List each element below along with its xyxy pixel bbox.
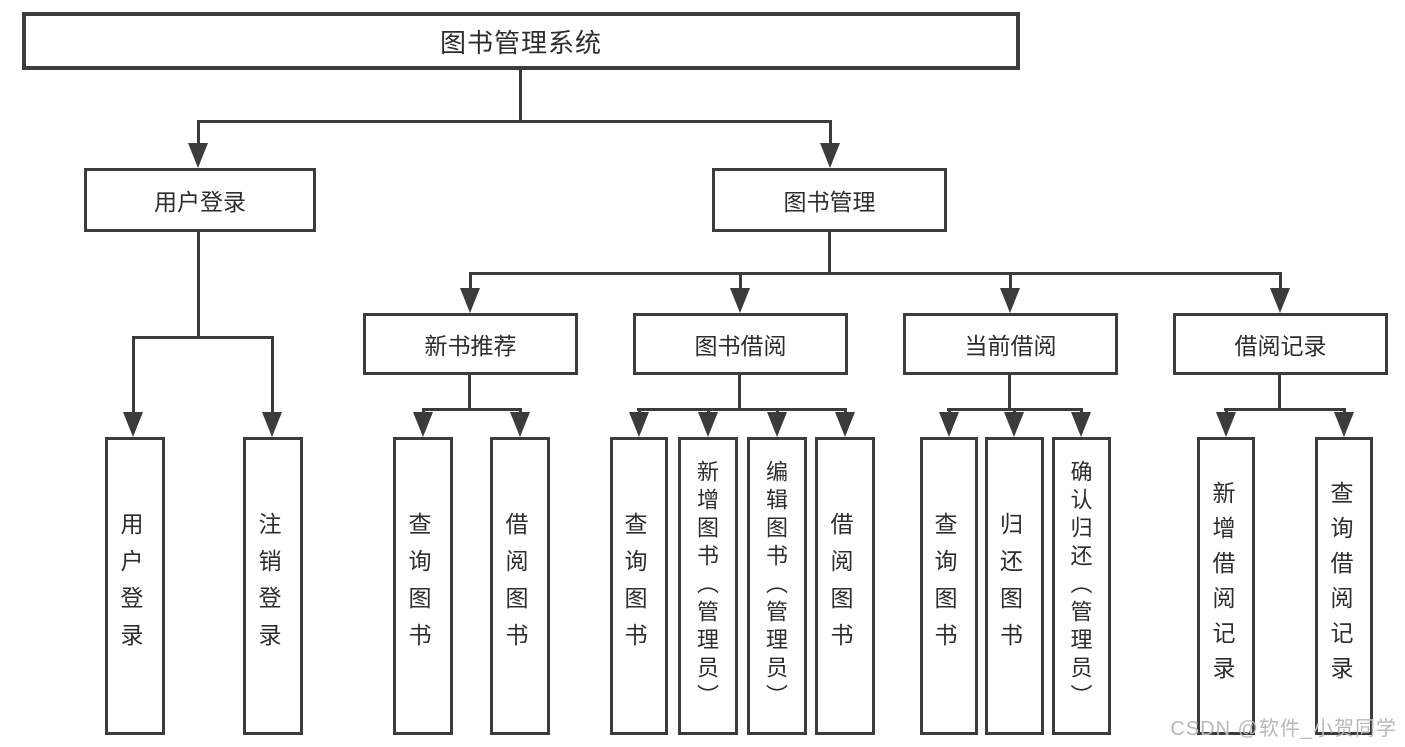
leaf-query-books-borrow: 查询图书	[610, 437, 668, 735]
leaf-borrow-books-borrow: 借阅图书	[815, 437, 875, 735]
arrow-down-icon	[188, 143, 208, 168]
connector-line	[469, 272, 1282, 275]
node-book-borrowing: 图书借阅	[633, 313, 848, 375]
connector-line	[1009, 272, 1012, 292]
node-user-login: 用户登录	[84, 168, 316, 232]
arrow-down-icon	[698, 412, 718, 437]
arrow-down-icon	[1000, 288, 1020, 313]
connector-line	[829, 120, 832, 148]
arrow-down-icon	[1004, 412, 1024, 437]
node-current-borrowing: 当前借阅	[903, 313, 1118, 375]
connector-line	[519, 70, 522, 123]
watermark-text: CSDN @软件_小贺同学	[1170, 718, 1397, 740]
connector-line	[739, 272, 742, 292]
connector-line	[132, 336, 274, 339]
connector-line	[197, 120, 200, 148]
arrow-down-icon	[939, 412, 959, 437]
connector-line	[197, 232, 200, 339]
node-book-management: 图书管理	[712, 168, 947, 232]
arrow-down-icon	[1071, 412, 1091, 437]
connector-line	[422, 408, 522, 411]
arrow-down-icon	[413, 412, 433, 437]
leaf-add-borrow-record: 新增借阅记录	[1197, 437, 1255, 735]
node-borrowing-records: 借阅记录	[1173, 313, 1388, 375]
leaf-user-login: 用户登录	[105, 437, 165, 735]
connector-line	[738, 375, 741, 411]
node-new-book-recommendation: 新书推荐	[363, 313, 578, 375]
connector-line	[469, 272, 472, 292]
arrow-down-icon	[629, 412, 649, 437]
leaf-edit-books-admin: 编辑图书（管理员）	[747, 437, 807, 735]
leaf-borrow-books-recommend: 借阅图书	[490, 437, 550, 735]
arrow-down-icon	[767, 412, 787, 437]
connector-line	[468, 375, 471, 411]
leaf-confirm-return-admin: 确认归还（管理员）	[1052, 437, 1111, 735]
connector-line	[1008, 375, 1011, 411]
connector-line	[637, 408, 847, 411]
arrow-down-icon	[1270, 288, 1290, 313]
node-root: 图书管理系统	[22, 12, 1020, 70]
arrow-down-icon	[123, 412, 143, 437]
arrow-down-icon	[460, 288, 480, 313]
connector-line	[1224, 408, 1346, 411]
connector-line	[828, 232, 831, 275]
arrow-down-icon	[1334, 412, 1354, 437]
connector-line	[1278, 375, 1281, 411]
connector-line	[271, 336, 274, 416]
arrow-down-icon	[835, 412, 855, 437]
arrow-down-icon	[730, 288, 750, 313]
leaf-return-books: 归还图书	[985, 437, 1044, 735]
arrow-down-icon	[820, 143, 840, 168]
arrow-down-icon	[1216, 412, 1236, 437]
arrow-down-icon	[262, 412, 282, 437]
connector-line	[1279, 272, 1282, 292]
connector-line	[197, 120, 831, 123]
connector-line	[132, 336, 135, 416]
leaf-add-books-admin: 新增图书（管理员）	[678, 437, 738, 735]
arrow-down-icon	[510, 412, 530, 437]
leaf-query-books-recommend: 查询图书	[393, 437, 453, 735]
leaf-query-borrow-record: 查询借阅记录	[1315, 437, 1373, 735]
leaf-logout-login: 注销登录	[243, 437, 303, 735]
leaf-query-books-current: 查询图书	[920, 437, 978, 735]
